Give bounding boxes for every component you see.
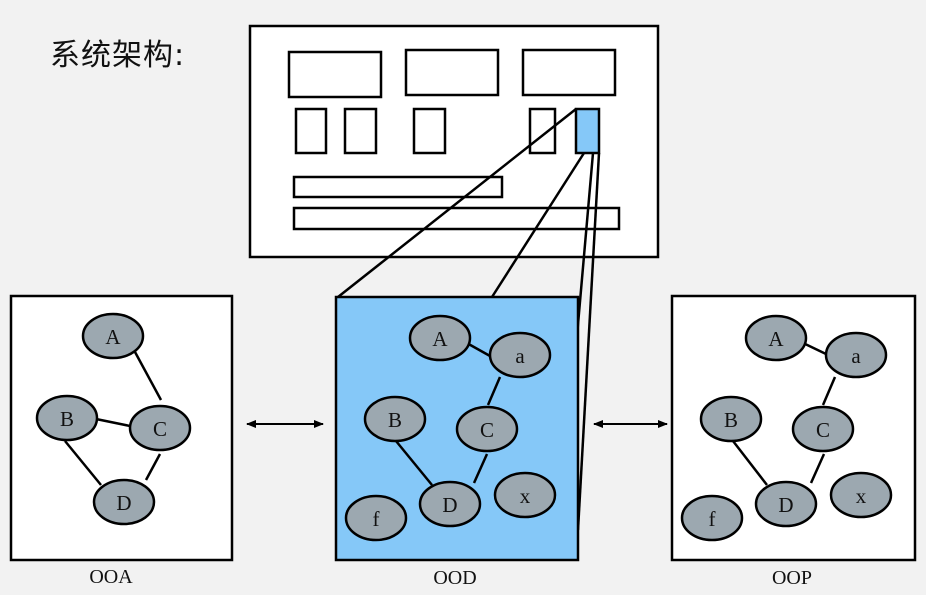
ood-node-f <box>344 494 408 542</box>
oop-node-d <box>754 480 818 528</box>
ooa-caption: OOA <box>89 566 133 588</box>
ood-edge-c-d <box>472 453 489 484</box>
ooa-edge-b-c <box>95 417 131 428</box>
ood-node-d <box>418 480 482 528</box>
oop-node-x <box>829 471 893 519</box>
oop-panel: A a B C D x f OOP <box>670 294 917 589</box>
oop-node-d-label: D <box>778 493 793 517</box>
ooa-node-b-label: B <box>60 407 74 431</box>
overview-block-3 <box>521 48 617 97</box>
ooa-node-d-label: D <box>116 491 131 515</box>
ood-panel: A a B C D x f OOD <box>334 295 580 589</box>
ood-node-a-lower-label: a <box>515 344 525 368</box>
ood-node-x-label: x <box>520 484 531 508</box>
oop-node-a-lower <box>824 331 888 379</box>
overview-module-2 <box>343 107 378 155</box>
ood-edge-a-c <box>486 376 502 406</box>
oop-edge-a-c <box>821 376 837 406</box>
ood-node-c-label: C <box>480 418 494 442</box>
ooa-edge-a-c <box>133 351 163 401</box>
ooa-node-c-label: C <box>153 417 167 441</box>
zoom-line-4 <box>576 152 601 531</box>
ood-node-f-label: f <box>373 507 380 531</box>
overview-bar-2 <box>292 206 621 231</box>
oop-node-a-upper <box>744 314 808 362</box>
ood-node-b <box>363 395 427 443</box>
overview-bar-1 <box>292 175 504 199</box>
oop-node-b-label: B <box>724 408 738 432</box>
ooa-node-a-label: A <box>105 325 121 349</box>
zoom-line-2 <box>490 152 586 298</box>
oop-node-b <box>699 395 763 443</box>
ood-edge-b-d <box>395 440 433 486</box>
ood-node-x <box>493 471 557 519</box>
overview-block-1 <box>287 50 383 99</box>
system-overview-box <box>248 24 660 259</box>
oop-node-f <box>680 494 744 542</box>
oop-edge-b-d <box>732 440 768 486</box>
oop-node-a-upper-label: A <box>768 327 784 351</box>
ood-node-a-lower <box>488 331 552 379</box>
overview-block-2 <box>404 48 500 97</box>
oop-edge-c-d <box>809 453 826 484</box>
ood-caption: OOD <box>433 567 476 589</box>
ooa-node-c <box>128 404 192 452</box>
ood-node-c <box>455 405 519 453</box>
page-title: 系统架构: <box>50 38 186 73</box>
ooa-node-b <box>35 394 99 442</box>
oop-node-a-lower-label: a <box>851 344 861 368</box>
overview-module-highlighted <box>574 107 601 155</box>
oop-node-x-label: x <box>856 484 867 508</box>
overview-module-3 <box>412 107 447 155</box>
ooa-node-a <box>81 312 145 360</box>
ooa-node-d <box>92 478 156 526</box>
ooa-edge-c-d <box>144 453 162 481</box>
oop-node-f-label: f <box>709 507 716 531</box>
ood-node-a-upper-label: A <box>432 327 448 351</box>
ood-node-a-upper <box>408 314 472 362</box>
zoom-line-1 <box>337 108 577 298</box>
oop-node-c-label: C <box>816 418 830 442</box>
oop-caption: OOP <box>772 567 812 589</box>
overview-module-1 <box>294 107 328 155</box>
ood-node-b-label: B <box>388 408 402 432</box>
ooa-panel: A B C D OOA <box>9 294 234 588</box>
oop-node-c <box>791 405 855 453</box>
ooa-edge-b-d <box>64 440 102 486</box>
overview-module-4 <box>528 107 557 155</box>
ood-node-d-label: D <box>442 493 457 517</box>
